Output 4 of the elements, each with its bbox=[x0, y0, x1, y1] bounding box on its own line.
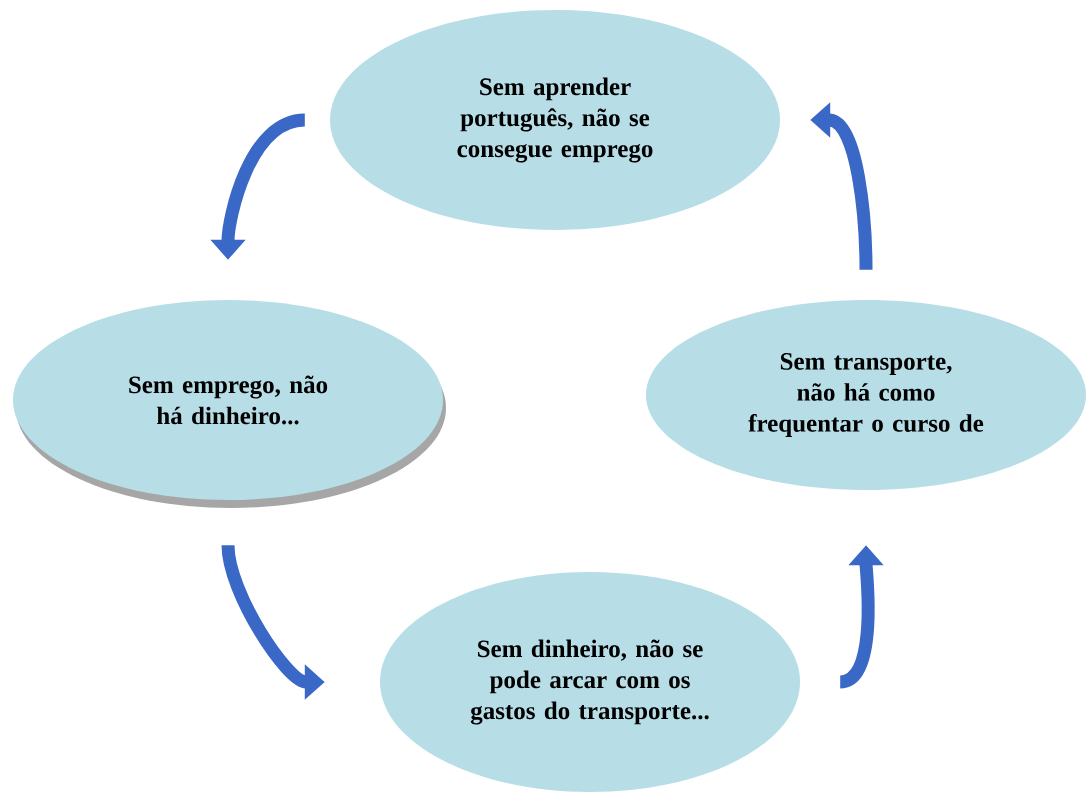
ellipse-node: Sem aprender português, não se consegue emprego bbox=[330, 10, 780, 230]
ellipse-node: Sem transporte, não há como frequentar o curso de bbox=[646, 300, 1086, 490]
ellipse-node: Sem emprego, não há dinheiro... bbox=[13, 300, 446, 508]
ellipse-node: Sem dinheiro, não se pode arcar com os gastos do transporte... bbox=[380, 572, 800, 792]
